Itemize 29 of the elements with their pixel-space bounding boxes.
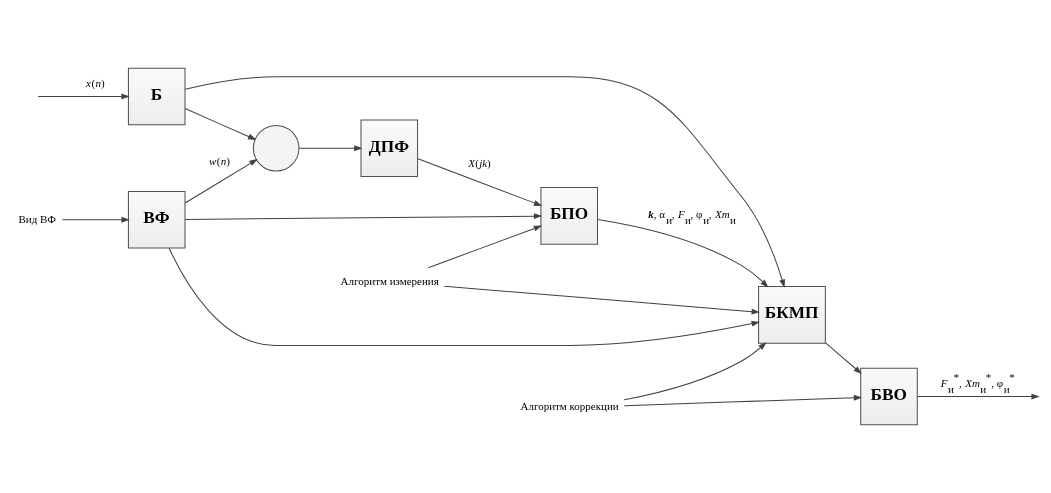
node-circle: [252, 125, 300, 172]
arrow: [62, 216, 130, 223]
node-box: ДПФ: [360, 119, 419, 178]
arrow: [37, 93, 130, 100]
arrow: [184, 213, 543, 221]
arrow: [916, 393, 1040, 400]
node-text: Вид ВФ: [18, 212, 57, 225]
node-box: БПО: [540, 187, 598, 245]
arrow: [298, 145, 363, 152]
edge-label: w(n): [208, 154, 230, 167]
arrow: [184, 159, 258, 204]
arrow: [825, 342, 862, 375]
edge-label: X(jk): [468, 156, 491, 169]
arrow: [168, 247, 760, 346]
node-text: Алгоритм измерения: [340, 274, 439, 287]
node-text: Алгоритм коррекции: [520, 400, 619, 413]
arrow: [184, 108, 257, 140]
arrow: [417, 158, 543, 206]
node-box: Б: [127, 67, 186, 126]
node-box: БВО: [860, 367, 918, 426]
arrow: [623, 394, 863, 407]
node-box: ВФ: [127, 191, 186, 249]
arrow: [443, 285, 760, 315]
edge-label: x(n): [86, 76, 105, 89]
arrow: [597, 219, 769, 288]
arrow: [623, 342, 767, 401]
node-box: БКМП: [758, 286, 826, 344]
arrow: [184, 76, 785, 288]
arrow: [427, 225, 543, 269]
